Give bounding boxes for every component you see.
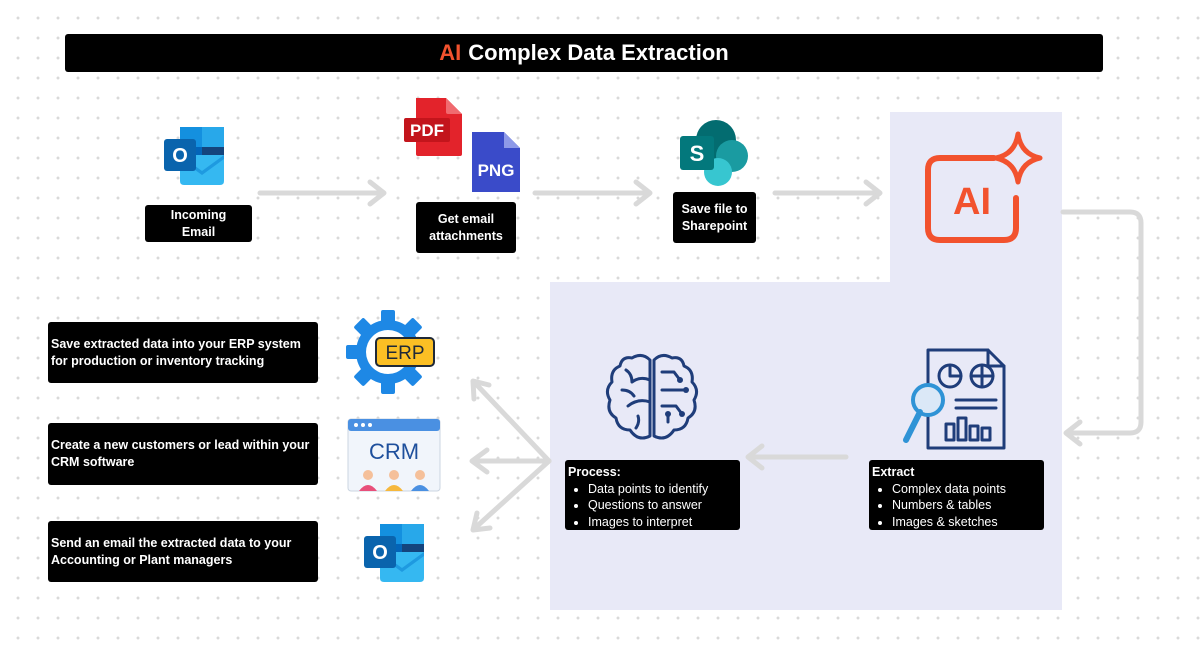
extract-heading: Extract <box>872 465 915 479</box>
extract-item: Images & sketches <box>892 514 1036 531</box>
document-analysis-icon <box>903 348 1006 450</box>
arrow-ai-to-extract <box>1060 209 1144 436</box>
png-file-icon: PNG <box>472 132 520 192</box>
step-save-sharepoint: Save file to Sharepoint <box>673 192 756 243</box>
sharepoint-letter: S <box>690 141 705 166</box>
process-card: Process: Data points to identify Questio… <box>565 460 740 530</box>
process-item: Data points to identify <box>588 481 732 498</box>
erp-gear-icon: ERP <box>346 310 435 394</box>
pdf-label: PDF <box>410 121 444 140</box>
step-get-attachments: Get email attachments <box>416 202 516 253</box>
extract-item: Complex data points <box>892 481 1036 498</box>
extract-card: Extract Complex data points Numbers & ta… <box>869 460 1044 530</box>
ai-letters: AI <box>953 181 991 223</box>
title-accent: AI <box>439 40 462 65</box>
erp-letters: ERP <box>385 343 424 364</box>
process-item: Questions to answer <box>588 497 732 514</box>
arrow-process-to-erp <box>472 380 552 464</box>
ai-sparkle-icon: AI <box>925 131 1043 243</box>
ai-panel-main <box>550 282 1062 610</box>
action-erp: Save extracted data into your ERP system… <box>48 322 318 383</box>
process-heading: Process: <box>568 465 621 479</box>
arrow-process-to-email <box>472 458 552 531</box>
outlook-icon: O <box>164 127 224 185</box>
action-crm: Create a new customers or lead within yo… <box>48 423 318 485</box>
pdf-file-icon: PDF <box>404 98 462 156</box>
page-title: AI Complex Data Extraction <box>65 34 1103 72</box>
crm-window-icon: CRM <box>347 418 441 492</box>
png-label: PNG <box>478 161 515 180</box>
crm-letters: CRM <box>369 439 419 464</box>
action-email: Send an email the extracted data to your… <box>48 521 318 582</box>
brain-circuit-icon <box>605 353 699 440</box>
extract-item: Numbers & tables <box>892 497 1036 514</box>
outlook-letter: O <box>172 145 188 167</box>
ai-panel-top <box>890 112 1062 287</box>
sharepoint-icon: S <box>680 120 748 186</box>
outlook-icon: O <box>364 524 424 582</box>
title-text: Complex Data Extraction <box>468 40 729 65</box>
outlook-letter: O <box>372 542 388 564</box>
process-item: Images to interpret <box>588 514 732 531</box>
step-incoming-email: Incoming Email <box>145 205 252 242</box>
